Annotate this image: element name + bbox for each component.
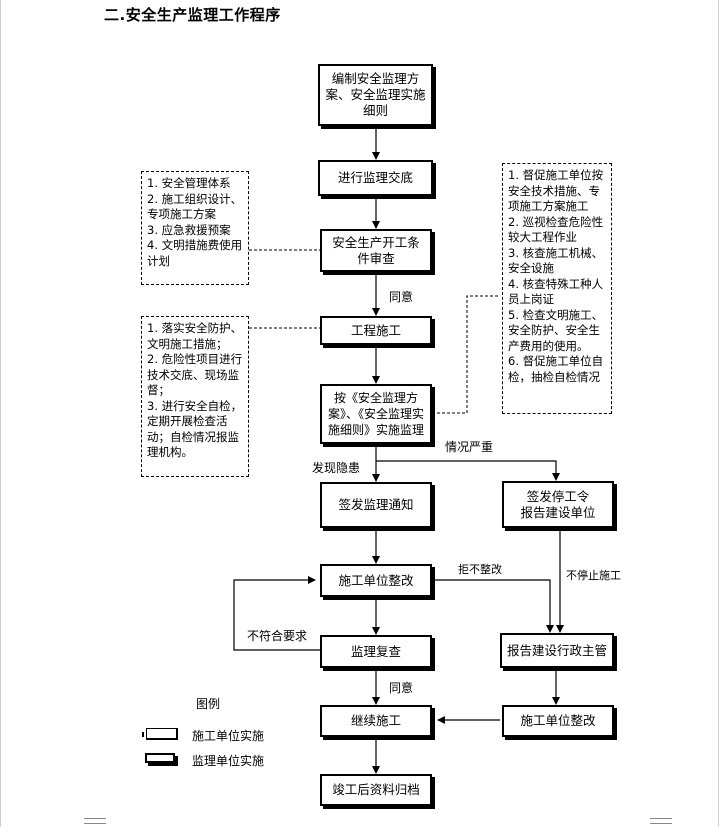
label-agree-1: 同意: [389, 290, 414, 304]
legend-supervisor-label: 监理单位实施: [192, 754, 265, 768]
legend-contractor-label: 施工单位实施: [192, 729, 265, 743]
box-startup-review: 安全生产开工条 件审查: [320, 229, 432, 272]
box-compile-plan: 编制安全监理方 案、安全监理实施 细则: [318, 64, 433, 126]
label-not-stop: 不停止施工: [566, 569, 621, 582]
arrow-refuse-to-report: [432, 579, 554, 633]
legend-tick: [142, 732, 144, 737]
section-heading: 二.安全生产监理工作程序: [104, 6, 281, 24]
box-implement-supervision: 按《安全监理方 案》、《安全监理实 施细则》实施监理: [320, 384, 432, 444]
note-construction-items: 1. 落实安全防护、 文明施工措施； 2. 危险性项目进行 技术交底、现场监 督…: [141, 316, 249, 477]
label-serious: 情况严重: [445, 440, 494, 454]
footer-mark-right: [650, 818, 672, 819]
label-not-meet: 不符合要求: [247, 629, 308, 643]
box-archive: 竣工后资料归档: [320, 774, 432, 806]
arrow-recheck-loop: [233, 576, 320, 651]
label-found-hazard: 发现隐患: [312, 461, 361, 475]
label-refuse-rectify: 拒不整改: [458, 563, 502, 576]
box-continue-construction: 继续施工: [320, 705, 432, 737]
footer-mark-right-2: [650, 823, 672, 824]
box-issue-notice: 签发监理通知: [320, 482, 432, 528]
note-review-items: 1. 安全管理体系 2. 施工组织设计、 专项施工方案 3. 应急救援预案 4.…: [141, 171, 249, 285]
note-supervision-items: 1. 督促施工单位按 安全技术措施、专 项施工方案施工 2. 巡视检查危险性 较…: [502, 163, 612, 414]
box-recheck: 监理复查: [320, 635, 432, 668]
legend-swatch-contractor: [146, 728, 178, 740]
box-stop-order: 签发停工令 报告建设单位: [502, 481, 614, 528]
box-construction: 工程施工: [320, 316, 432, 345]
label-agree-2: 同意: [389, 681, 414, 695]
footer-mark-left: [84, 818, 106, 819]
box-contractor-rectify: 施工单位整改: [320, 564, 432, 597]
box-briefing: 进行监理交底: [318, 160, 433, 196]
legend-swatch-supervisor: [145, 753, 175, 763]
legend-title: 图例: [196, 697, 221, 711]
arrow-serious-to-stop: [376, 460, 560, 481]
box-contractor-rectify-2: 施工单位整改: [502, 705, 614, 737]
footer-mark-left-2: [84, 823, 106, 824]
dashed-supervise-link: [432, 295, 500, 414]
page-edge-left: [0, 0, 1, 827]
box-report-admin: 报告建设行政主管: [500, 633, 614, 668]
